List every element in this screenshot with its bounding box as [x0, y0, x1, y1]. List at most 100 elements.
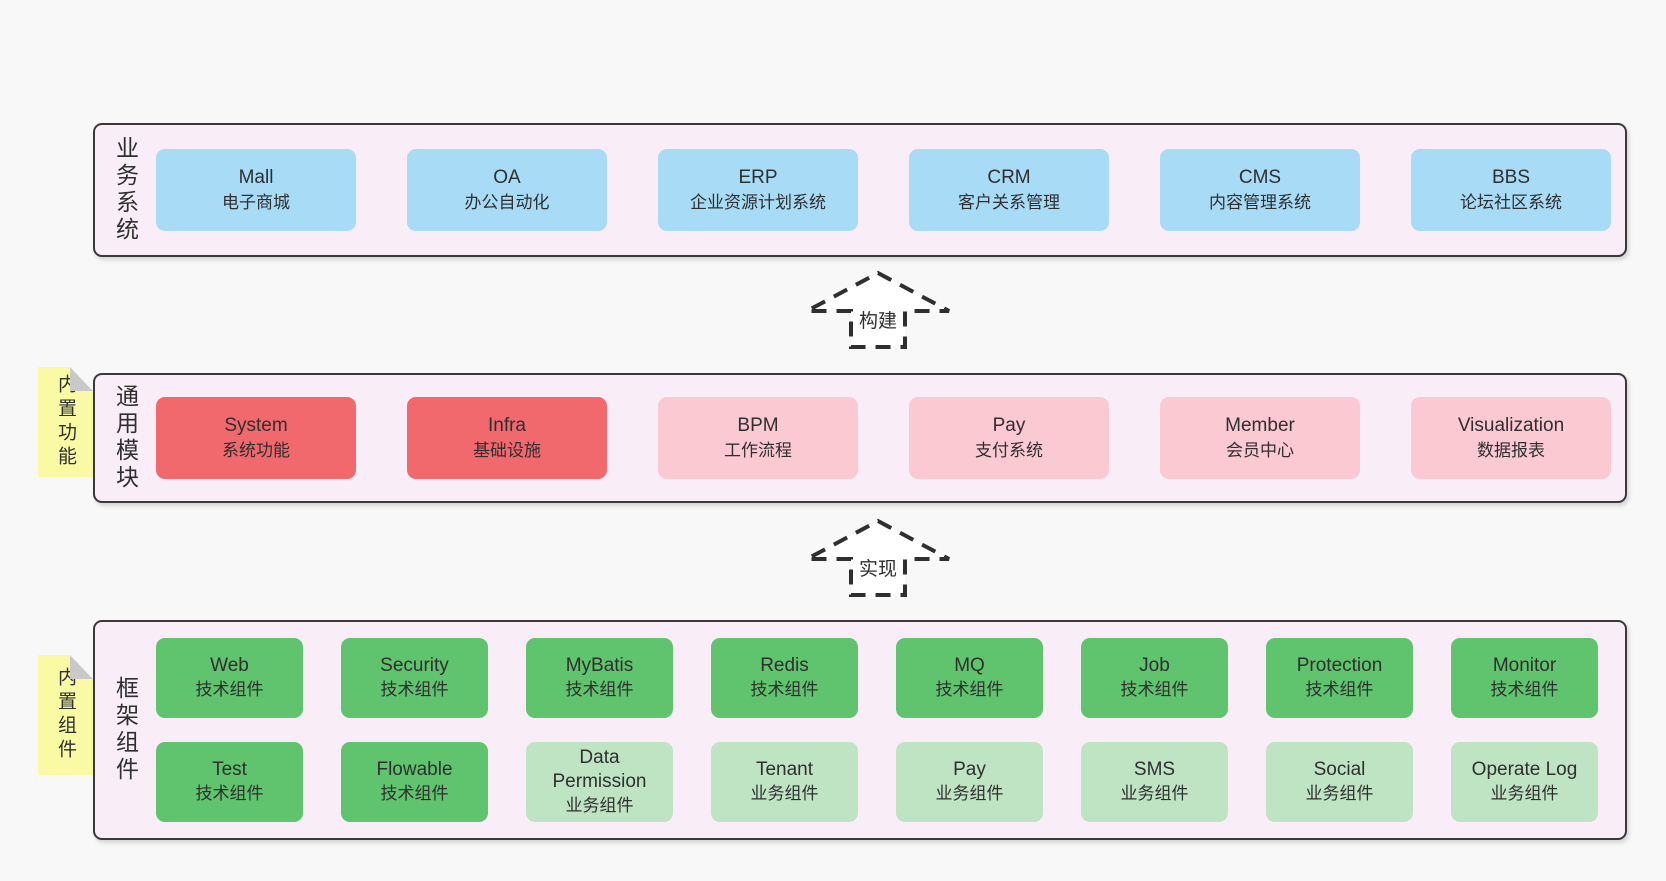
- box-subtitle-cn: 技术组件: [750, 680, 819, 699]
- box-subtitle-cn: 技术组件: [1120, 680, 1189, 699]
- box-title-en: BBS: [1491, 167, 1531, 188]
- tab-label: 内置组件: [55, 667, 76, 763]
- box-pay: Pay 支付系统: [909, 397, 1109, 479]
- box-title-en: Web: [210, 655, 249, 676]
- box-title-en: Pay: [992, 415, 1026, 436]
- box-title-en: Tenant: [755, 759, 814, 780]
- box-title-en: Infra: [487, 415, 527, 436]
- tab-label: 内置功能: [55, 374, 76, 470]
- box-subtitle-cn: 技术组件: [565, 680, 634, 699]
- box-protection: Protection 技术组件: [1266, 638, 1413, 718]
- box-security: Security 技术组件: [341, 638, 488, 718]
- arrow-label: 构建: [856, 306, 900, 333]
- box-tenant: Tenant 业务组件: [711, 742, 858, 822]
- box-operate-log: Operate Log 业务组件: [1451, 742, 1598, 822]
- box-redis: Redis 技术组件: [711, 638, 858, 718]
- box-monitor: Monitor 技术组件: [1451, 638, 1598, 718]
- box-subtitle-cn: 技术组件: [1490, 680, 1559, 699]
- box-title-en: CRM: [987, 167, 1031, 188]
- box-title-en: OA: [493, 167, 521, 188]
- box-title-en: Member: [1225, 415, 1295, 436]
- box-mybatis: MyBatis 技术组件: [526, 638, 673, 718]
- box-title-en: SMS: [1133, 759, 1176, 780]
- box-sms: SMS 业务组件: [1081, 742, 1228, 822]
- box-title-en: System: [224, 415, 288, 436]
- box-title-en: Operate Log: [1471, 759, 1578, 780]
- box-subtitle-cn: 数据报表: [1477, 441, 1545, 460]
- box-subtitle-cn: 业务组件: [1305, 784, 1374, 803]
- box-mq: MQ 技术组件: [896, 638, 1043, 718]
- section-side-label: 业务系统: [112, 136, 139, 244]
- box-subtitle-cn: 技术组件: [380, 680, 449, 699]
- box-title-en: Monitor: [1492, 655, 1557, 676]
- box-title-en: Social: [1313, 759, 1366, 780]
- folded-corner-icon: [70, 367, 93, 391]
- box-bbs: BBS 论坛社区系统: [1411, 149, 1611, 231]
- box-subtitle-cn: 技术组件: [1305, 680, 1374, 699]
- section-content: System 系统功能 Infra 基础设施 BPM 工作流程 Pay 支付系统 Member 会…: [156, 375, 1619, 501]
- arrow-build: 构建: [803, 270, 953, 350]
- box-row: System 系统功能 Infra 基础设施 BPM 工作流程 Pay 支付系统 Member 会…: [156, 397, 1619, 479]
- box-erp: ERP 企业资源计划系统: [658, 149, 858, 231]
- box-title-en: Security: [380, 655, 449, 676]
- box-subtitle-cn: 技术组件: [195, 680, 264, 699]
- box-title-en: Flowable: [376, 759, 453, 780]
- box-subtitle-cn: 工作流程: [724, 441, 792, 460]
- arrow-implement: 实现: [803, 518, 953, 598]
- box-test: Test 技术组件: [156, 742, 303, 822]
- box-subtitle-cn: 企业资源计划系统: [690, 193, 826, 212]
- box-job: Job 技术组件: [1081, 638, 1228, 718]
- box-member: Member 会员中心: [1160, 397, 1360, 479]
- folded-corner-icon: [70, 655, 93, 679]
- box-bpm: BPM 工作流程: [658, 397, 858, 479]
- arrow-label: 实现: [856, 554, 900, 581]
- box-web: Web 技术组件: [156, 638, 303, 718]
- box-title-en: MyBatis: [565, 655, 634, 676]
- box-mall: Mall 电子商城: [156, 149, 356, 231]
- box-subtitle-cn: 电子商城: [222, 193, 290, 212]
- box-subtitle-cn: 内容管理系统: [1209, 193, 1311, 212]
- sticky-tab-built-in-components: 内置组件: [38, 655, 93, 775]
- box-subtitle-cn: 系统功能: [222, 441, 290, 460]
- box-title-en: Test: [212, 759, 247, 780]
- box-title-en: Redis: [760, 655, 809, 676]
- box-title-en: Job: [1139, 655, 1170, 676]
- section-side-label: 框架组件: [112, 676, 139, 784]
- box-title-en: Protection: [1296, 655, 1383, 676]
- box-title-en: MQ: [954, 655, 985, 676]
- box-subtitle-cn: 业务组件: [1490, 784, 1559, 803]
- box-title-en: BPM: [737, 415, 779, 436]
- box-subtitle-cn: 会员中心: [1226, 441, 1294, 460]
- box-title-en: Data Permission: [552, 747, 647, 792]
- box-subtitle-cn: 业务组件: [750, 784, 819, 803]
- box-title-en: Mall: [238, 167, 274, 188]
- box-title-en: Pay: [953, 759, 986, 780]
- box-infra: Infra 基础设施: [407, 397, 607, 479]
- box-subtitle-cn: 业务组件: [935, 784, 1004, 803]
- box-subtitle-cn: 支付系统: [975, 441, 1043, 460]
- box-subtitle-cn: 论坛社区系统: [1460, 193, 1562, 212]
- box-pay: Pay 业务组件: [896, 742, 1043, 822]
- box-subtitle-cn: 基础设施: [473, 441, 541, 460]
- section-side-label: 通用模块: [112, 384, 139, 492]
- box-flowable: Flowable 技术组件: [341, 742, 488, 822]
- box-subtitle-cn: 技术组件: [935, 680, 1004, 699]
- sticky-tab-built-in-features: 内置功能: [38, 367, 93, 477]
- box-subtitle-cn: 技术组件: [195, 784, 264, 803]
- box-title-en: ERP: [738, 167, 778, 188]
- box-subtitle-cn: 业务组件: [1120, 784, 1189, 803]
- section-common-modules: 通用模块 System 系统功能 Infra 基础设施 BPM 工作流程 Pay 支付系统 Me…: [93, 373, 1627, 503]
- box-subtitle-cn: 技术组件: [380, 784, 449, 803]
